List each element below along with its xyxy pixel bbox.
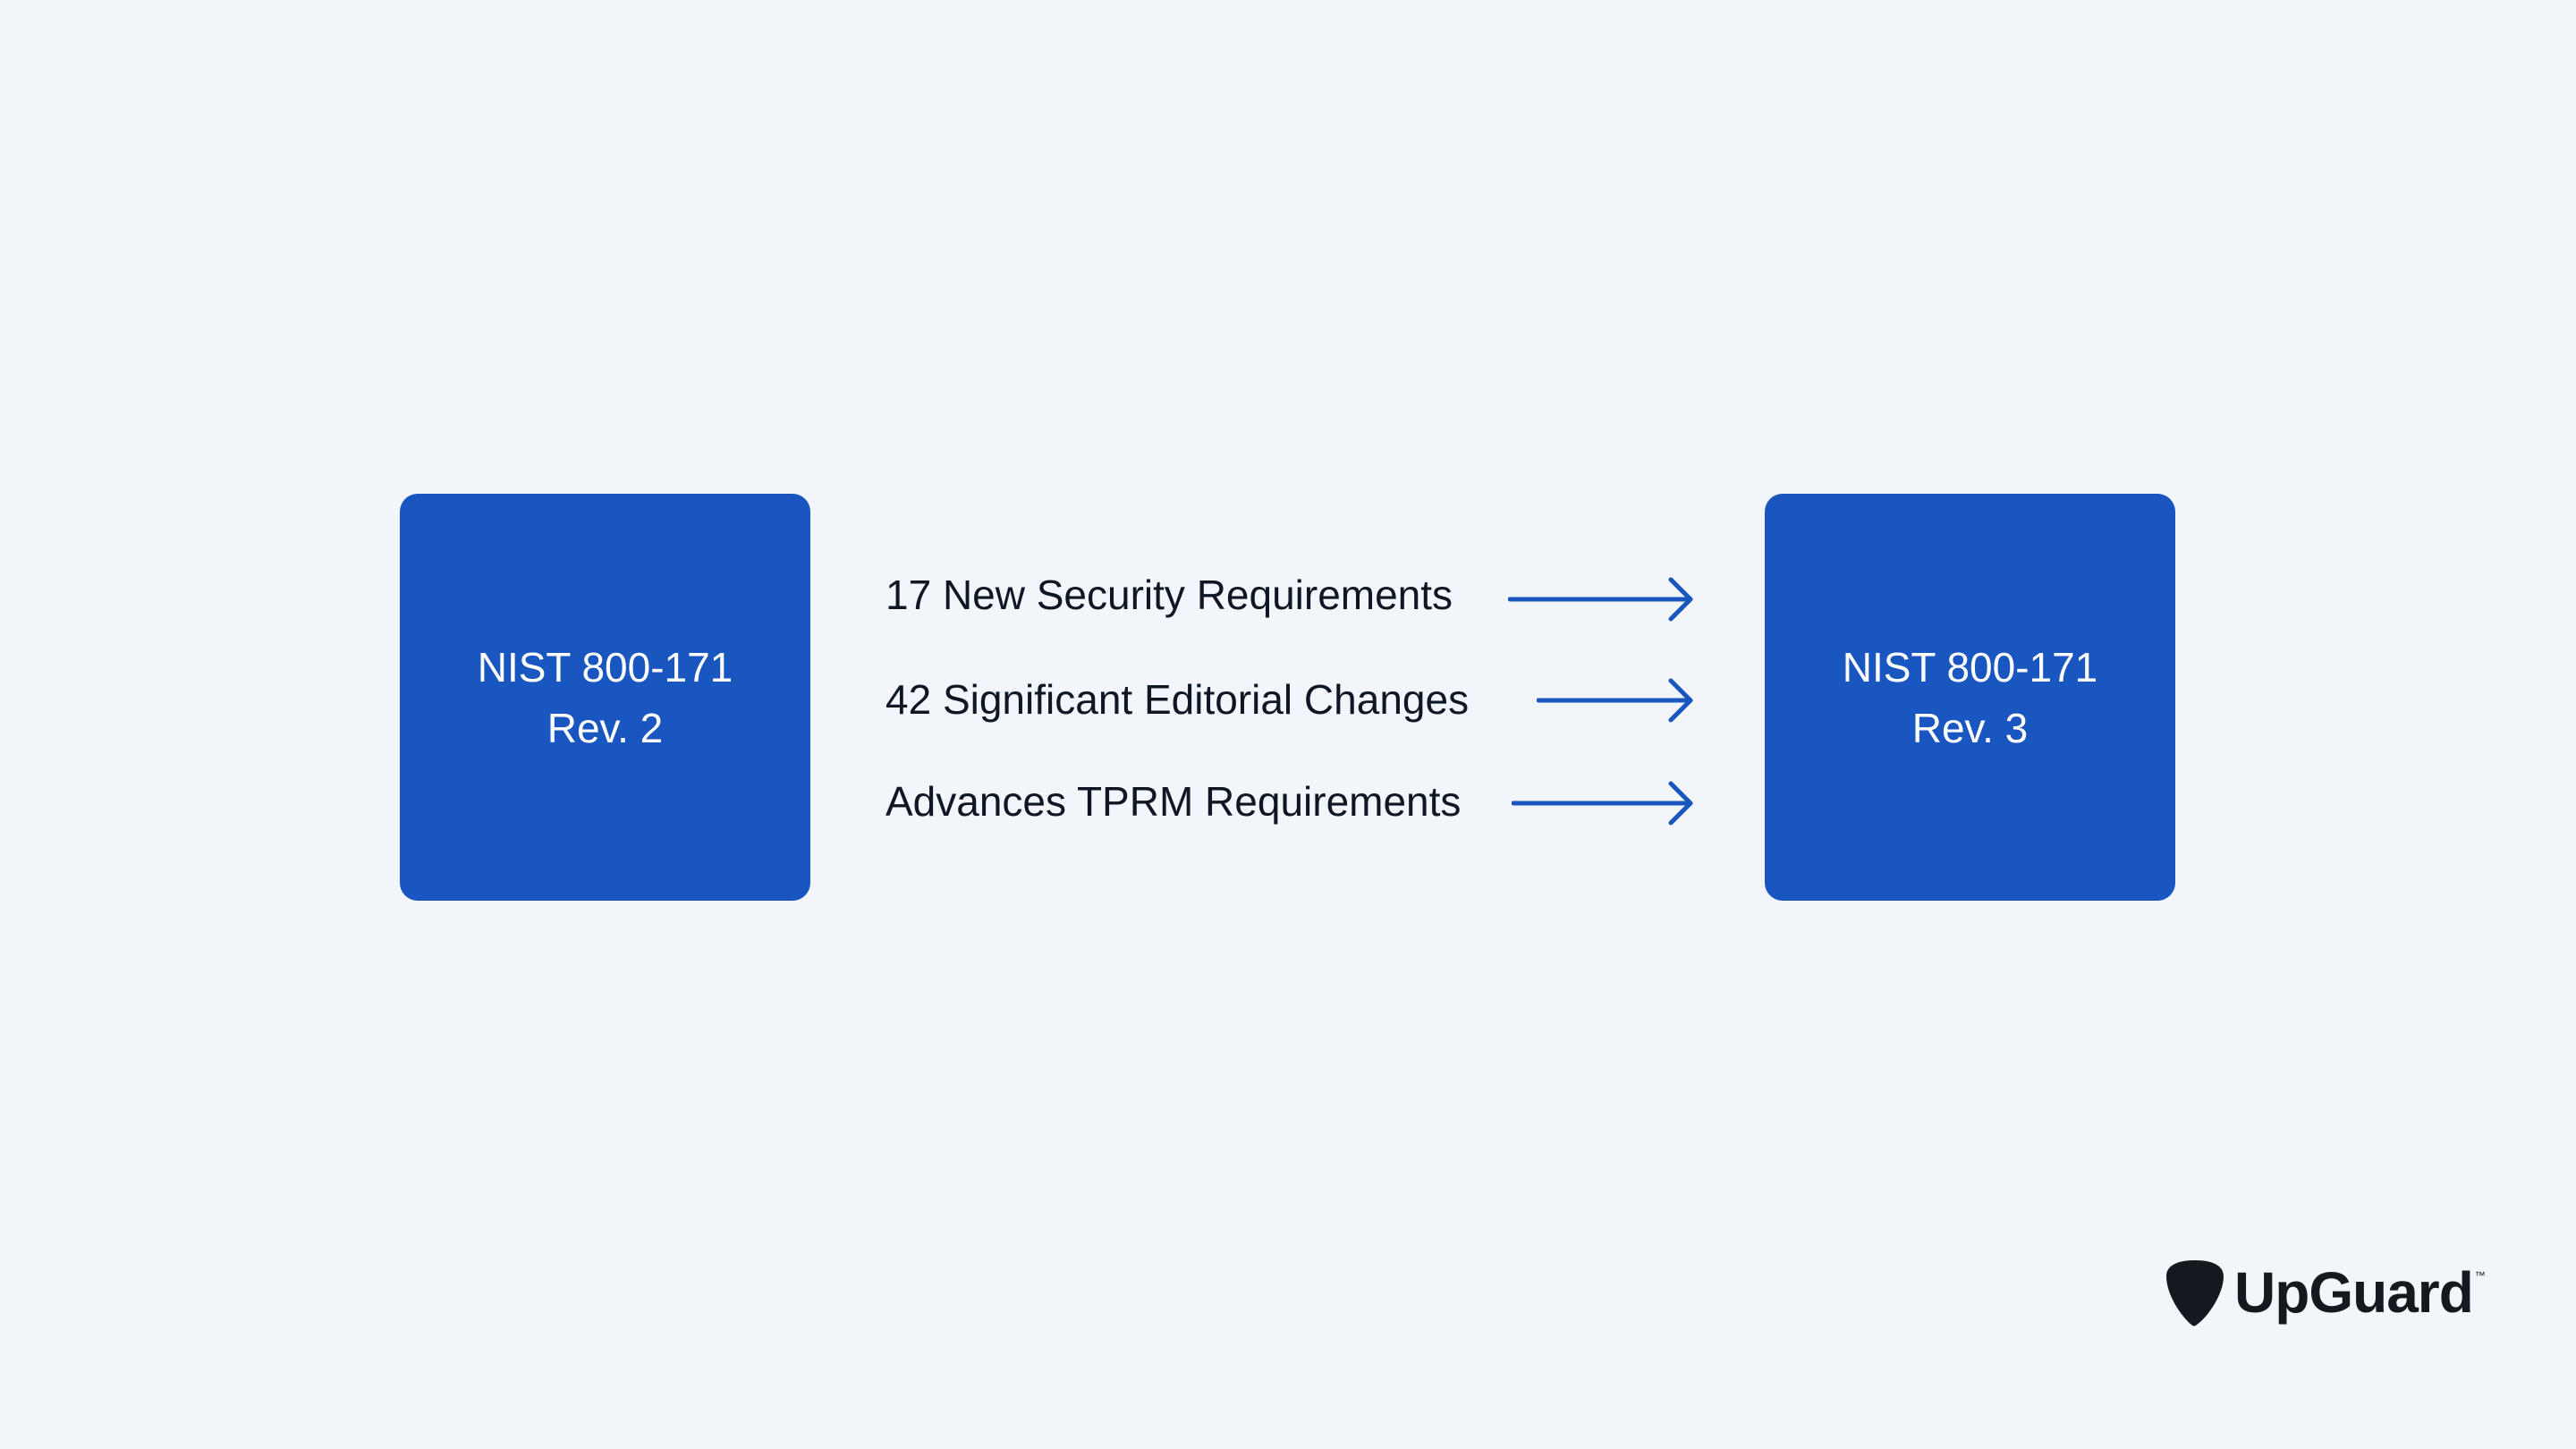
rev2-title: NIST 800-171	[477, 643, 733, 691]
rev3-subtitle: Rev. 3	[1911, 704, 2029, 751]
arrow-right-icon	[1508, 577, 1693, 622]
guitar-pick-icon	[2166, 1260, 2224, 1326]
change-label: 17 New Security Requirements	[886, 572, 1453, 618]
change-row: Advances TPRM Requirements	[886, 766, 1461, 837]
change-row: 42 Significant Editorial Changes	[886, 664, 1469, 735]
change-label: Advances TPRM Requirements	[886, 778, 1462, 825]
rev3-title: NIST 800-171	[1842, 643, 2098, 691]
rev3-box: NIST 800-171 Rev. 3	[1765, 494, 2175, 901]
arrow-right-icon	[1537, 678, 1693, 723]
arrow-right-icon	[1512, 781, 1693, 826]
change-row: 17 New Security Requirements	[886, 559, 1453, 631]
upguard-logo: UpGuard ™	[2165, 1257, 2486, 1328]
trademark-symbol: ™	[2474, 1269, 2486, 1282]
rev2-box: NIST 800-171 Rev. 2	[400, 494, 810, 901]
rev2-subtitle: Rev. 2	[547, 704, 664, 751]
logo-wordmark: UpGuard	[2234, 1260, 2474, 1325]
change-label: 42 Significant Editorial Changes	[886, 676, 1470, 723]
